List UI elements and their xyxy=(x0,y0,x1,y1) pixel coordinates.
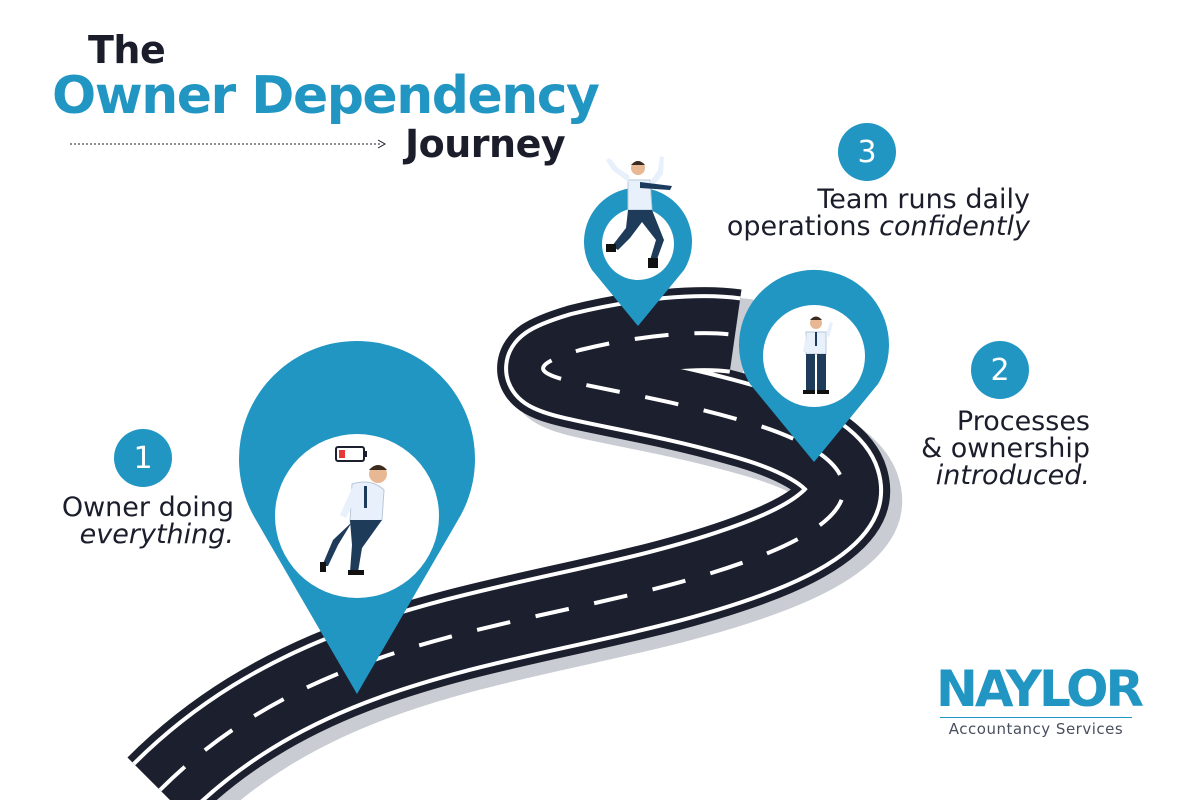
step-2-line1: Processes xyxy=(956,406,1090,437)
step-3-line1: Team runs daily xyxy=(817,184,1030,215)
title-journey: Journey xyxy=(405,122,566,166)
step-1-line2: everything. xyxy=(79,519,234,550)
step-3-text: Team runs daily operations confidently xyxy=(704,186,1030,240)
tired-owner-figure xyxy=(320,446,387,575)
step-3-badge: 3 xyxy=(838,123,896,181)
step-2-text: Processes & ownership introduced. xyxy=(912,408,1090,489)
logo-divider xyxy=(940,717,1132,718)
logo-word: NAYLOR xyxy=(936,660,1144,718)
dotted-arrow xyxy=(70,139,387,149)
step-2-line3: introduced. xyxy=(935,460,1090,491)
step-1-text: Owner doing everything. xyxy=(62,494,234,548)
road-center-dashes xyxy=(158,331,846,792)
step-1-line1: Owner doing xyxy=(61,492,234,523)
step-3-line2: operations confidently xyxy=(726,211,1030,242)
logo-subtitle: Accountancy Services xyxy=(948,720,1124,738)
naylor-logo: NAYLOR Accountancy Services xyxy=(936,660,1144,738)
title-the: The xyxy=(88,28,166,72)
step-2-line2: & ownership xyxy=(921,433,1090,464)
step-1-badge: 1 xyxy=(114,429,172,487)
title-owner-dependency: Owner Dependency xyxy=(52,66,600,126)
jumping-person-figure xyxy=(606,156,672,268)
standing-person-figure xyxy=(803,316,833,394)
low-battery-icon xyxy=(335,446,367,462)
step-2-badge: 2 xyxy=(971,341,1029,399)
